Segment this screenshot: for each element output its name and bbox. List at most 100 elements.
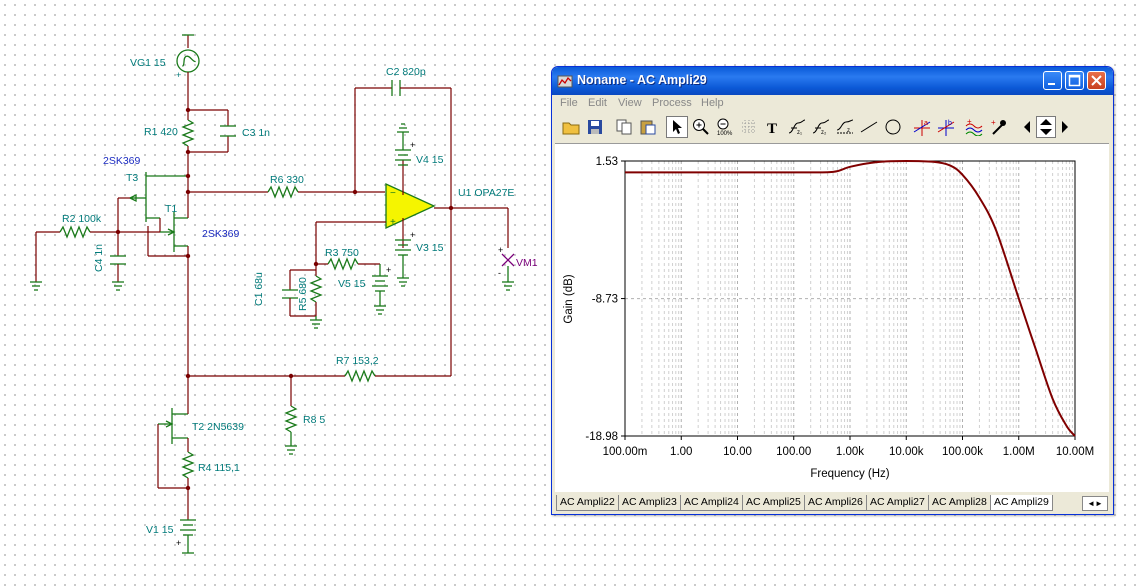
- v5-label: V5 15: [338, 278, 366, 290]
- arrow-left-icon[interactable]: [1020, 116, 1034, 138]
- t2-transistor[interactable]: [158, 408, 188, 444]
- t1-transistor[interactable]: [160, 212, 188, 252]
- y-axis-ticks: 1.53-8.73-18.98: [585, 156, 625, 443]
- pick-icon[interactable]: +: [988, 116, 1010, 138]
- menu-edit[interactable]: Edit: [588, 97, 607, 109]
- t3-label: T3: [126, 172, 138, 184]
- ground-symbol: [374, 305, 386, 315]
- v1-battery[interactable]: +: [176, 519, 196, 554]
- close-icon: [1091, 75, 1102, 86]
- zoom-in-icon[interactable]: [690, 116, 712, 138]
- paste-icon[interactable]: [637, 116, 659, 138]
- arrow-right-icon[interactable]: [1058, 116, 1072, 138]
- t1-label: T1: [165, 203, 177, 215]
- window-title: Noname - AC Ampli29: [577, 73, 707, 87]
- x-tick-label: 10.00: [723, 446, 752, 458]
- circle-icon[interactable]: [882, 116, 904, 138]
- r8-resistor[interactable]: [284, 405, 298, 433]
- minimize-icon: [1048, 83, 1055, 85]
- vg1-voltage-source[interactable]: +: [176, 34, 200, 110]
- svg-text:+: +: [410, 230, 415, 240]
- c2-label: C2 820p: [386, 66, 426, 78]
- axis-label-icon[interactable]: z: [834, 116, 856, 138]
- ground-symbol: [285, 445, 297, 455]
- svg-text:−: −: [390, 188, 396, 199]
- grid-icon[interactable]: [738, 116, 760, 138]
- c1-capacitor[interactable]: [282, 289, 298, 299]
- r4-label: R4 115,1: [198, 462, 240, 474]
- r2-resistor[interactable]: [59, 225, 91, 239]
- t3-transistor[interactable]: [129, 172, 188, 222]
- title-bar[interactable]: Noname - AC Ampli29: [552, 67, 1113, 95]
- vm1-voltmeter[interactable]: + -: [498, 245, 515, 291]
- gain-curve: [625, 159, 1076, 437]
- ground-symbol: [397, 123, 409, 133]
- menu-bar: File Edit View Process Help: [552, 95, 1113, 113]
- circuit-schematic[interactable]: + VG1 15 C3 1n R1 420 2SK369 T3 T1 2SK36…: [0, 0, 552, 587]
- x-tick-label: 100.00k: [942, 446, 983, 458]
- c4-capacitor[interactable]: [110, 255, 126, 265]
- v1-label: V1 15: [146, 524, 174, 536]
- r3-resistor[interactable]: [327, 257, 359, 271]
- menu-process[interactable]: Process: [652, 97, 692, 109]
- tab-ac-ampli28[interactable]: AC Ampli28: [928, 495, 991, 511]
- menu-view[interactable]: View: [618, 97, 642, 109]
- v5-battery[interactable]: +: [372, 264, 391, 306]
- tab-ac-ampli27[interactable]: AC Ampli27: [866, 495, 929, 511]
- v3-battery[interactable]: +: [395, 230, 415, 278]
- arrow-updown-icon[interactable]: [1036, 116, 1056, 138]
- pointer-icon[interactable]: [666, 116, 688, 138]
- r7-resistor[interactable]: [344, 369, 376, 383]
- r7-label: R7 153,2: [336, 355, 379, 367]
- tab-ac-ampli26[interactable]: AC Ampli26: [804, 495, 867, 511]
- maximize-button[interactable]: [1065, 71, 1084, 90]
- c3-capacitor[interactable]: [220, 125, 236, 137]
- tab-ac-ampli29[interactable]: AC Ampli29: [990, 495, 1053, 511]
- y-tick-label: 1.53: [596, 156, 618, 168]
- r4-resistor[interactable]: [181, 451, 195, 479]
- u1-label: U1 OPA27E: [458, 187, 514, 199]
- close-button[interactable]: [1087, 71, 1106, 90]
- minimize-button[interactable]: [1043, 71, 1062, 90]
- svg-text:z: z: [847, 128, 850, 134]
- svg-text:T: T: [767, 121, 777, 135]
- ground-symbol: [112, 281, 124, 291]
- tab-ac-ampli23[interactable]: AC Ampli23: [618, 495, 681, 511]
- curve-label-icon[interactable]: z₁: [786, 116, 808, 138]
- curve-add-icon[interactable]: +: [964, 116, 986, 138]
- r8-label: R8 5: [303, 414, 325, 426]
- zoom-100-icon[interactable]: 100%: [714, 116, 736, 138]
- r1-resistor[interactable]: [181, 110, 195, 176]
- ac-analysis-window[interactable]: Noname - AC Ampli29 File Edit View Proce…: [551, 66, 1114, 515]
- vm1-label: VM1: [516, 257, 538, 269]
- curve-label2-icon[interactable]: z₂: [810, 116, 832, 138]
- u1-opamp[interactable]: − +: [385, 182, 436, 230]
- c4-label: C4 1n: [93, 244, 105, 272]
- cursor-b-icon[interactable]: b: [935, 116, 957, 138]
- tab-scroll-arrows[interactable]: ◄►: [1082, 496, 1108, 511]
- r6-resistor[interactable]: [267, 185, 299, 199]
- ground-symbol: [397, 277, 409, 287]
- x-tick-label: 100.00m: [603, 446, 648, 458]
- cursor-a-icon[interactable]: a: [911, 116, 933, 138]
- r1-label: R1 420: [144, 126, 178, 138]
- save-icon[interactable]: [584, 116, 606, 138]
- t3-type-label: 2SK369: [103, 155, 141, 167]
- c2-capacitor[interactable]: [391, 80, 401, 96]
- tab-ac-ampli24[interactable]: AC Ampli24: [680, 495, 743, 511]
- menu-help[interactable]: Help: [701, 97, 724, 109]
- text-icon[interactable]: T: [762, 116, 784, 138]
- menu-file[interactable]: File: [560, 97, 578, 109]
- copy-icon[interactable]: [613, 116, 635, 138]
- r5-resistor[interactable]: [309, 275, 323, 303]
- open-folder-icon[interactable]: [560, 116, 582, 138]
- line-icon[interactable]: [858, 116, 880, 138]
- svg-text:+: +: [410, 140, 415, 150]
- tab-ac-ampli25[interactable]: AC Ampli25: [742, 495, 805, 511]
- v3-label: V3 15: [416, 242, 444, 254]
- tab-ac-ampli22[interactable]: AC Ampli22: [556, 495, 619, 511]
- v4-battery[interactable]: +: [395, 140, 415, 166]
- x-tick-label: 1.00M: [1003, 446, 1035, 458]
